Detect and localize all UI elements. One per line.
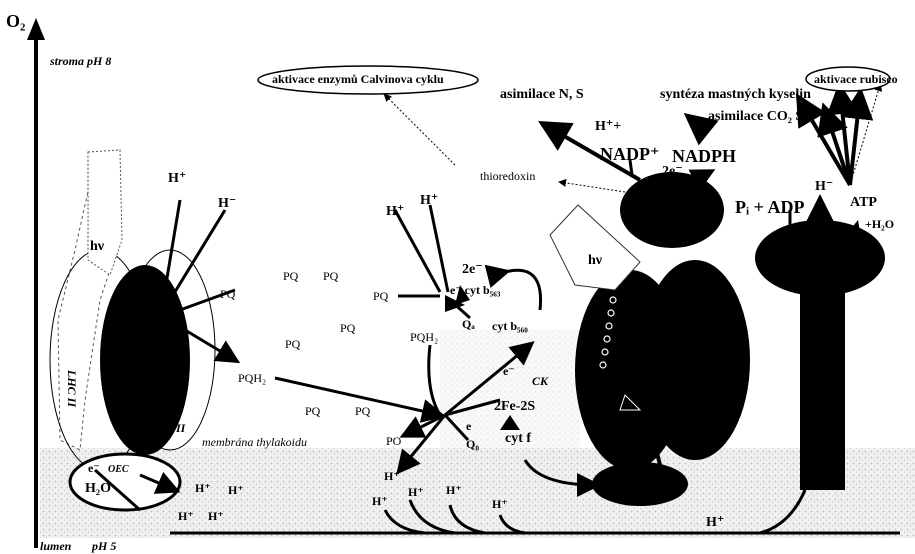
h2o-right-label: +H₂O <box>865 218 894 230</box>
atp-synthase-stalk <box>800 280 845 490</box>
fes-label: 2Fe-2S <box>494 400 535 414</box>
two-e-cyt-label: 2e⁻ <box>462 263 483 277</box>
psi-body-right <box>640 260 750 460</box>
membrane-label: membrána thylakoidu <box>202 436 307 448</box>
pqh2-mid-label: PQH₂ <box>410 331 438 343</box>
two-e-top-label: 2e⁻ <box>662 165 683 179</box>
pq-label-4: PQ <box>373 290 388 302</box>
lumen-h-label-6: H⁺ <box>372 495 388 507</box>
h-ps2-a-label: H⁺ <box>168 172 186 186</box>
oec-label: OEC <box>108 465 129 475</box>
h-cyt-b-label: H⁺ <box>420 194 438 208</box>
h-plus-label: H⁺+ <box>595 120 621 134</box>
e-mid-label: e⁻ <box>503 365 515 377</box>
ii-label: II <box>176 422 185 434</box>
lumen-h-label-10: H⁺ <box>706 516 724 530</box>
rubisco-label: aktivace rubisco <box>814 73 898 85</box>
ck-label: CK <box>532 375 548 387</box>
qa-label: Qₐ <box>462 318 475 330</box>
lumen-h-label-5: H⁺ <box>384 470 400 482</box>
pq-label-1: PQ <box>220 288 235 300</box>
e-fes-label: e <box>466 420 471 432</box>
lumen-h-label-2: H⁺ <box>228 484 244 496</box>
lumen-h-label-1: H⁺ <box>195 482 211 494</box>
o2-arrowhead <box>27 18 45 40</box>
o2-label: O₂ <box>6 12 25 30</box>
nadph-label: NADPH <box>672 147 736 165</box>
stroma-label: stroma pH 8 <box>50 55 111 67</box>
qb-label: Q₀ <box>466 438 479 450</box>
plastocyanin-blob <box>592 462 688 506</box>
h-minus-atp-label: H⁻ <box>815 180 833 194</box>
lumen-label: lumen <box>40 540 71 552</box>
lumen-h-label-7: H⁺ <box>408 486 424 498</box>
hv-left-label: hν <box>90 240 104 254</box>
h-ps2-b-label: H⁻ <box>218 197 236 211</box>
pq-label-5: PQ <box>340 322 355 334</box>
pq-label-8: PQ <box>355 405 370 417</box>
atp-label: ATP <box>850 196 877 210</box>
ferredoxin-blob <box>620 172 724 248</box>
hv-right-label: hν <box>588 254 602 268</box>
nadp-label: NADP⁺ <box>600 145 660 163</box>
h-cyt-a-label: H⁺ <box>386 205 404 219</box>
lhc-label: LHC II <box>66 370 78 407</box>
lumen-h-label-8: H⁺ <box>446 484 462 496</box>
lumen-h-label-9: H⁺ <box>492 498 508 510</box>
pq-label-2: PQ <box>283 270 298 282</box>
pq-label-6: PQ <box>285 338 300 350</box>
asimilace-co2-label: asimilace CO₂ S <box>708 110 803 124</box>
asimilace-ns-label: asimilace N, S <box>500 88 584 102</box>
pq-label-7: PQ <box>305 405 320 417</box>
h2o-label: H₂O <box>85 482 111 496</box>
cyt-bh-label: e⁻ cyt b₅₆₃ <box>450 284 500 296</box>
pqh2-left-label: PQH₂ <box>238 372 266 384</box>
cytf-label: cyt f <box>505 432 531 446</box>
po-label: PO <box>386 435 401 447</box>
pi-adp-label: Pᵢ + ADP <box>735 198 804 216</box>
synteza-label: syntéza mastných kyselin <box>660 88 811 102</box>
cyt-bl-label: cyt b₅₆₀ <box>492 320 528 332</box>
lumen-h-label-4: H⁺ <box>208 510 224 522</box>
lumen-h-label-3: H⁺ <box>178 510 194 522</box>
thioredoxin-label: thioredoxin <box>480 170 535 182</box>
e-oec-label: e⁻ <box>88 462 100 474</box>
lumen-ph-label: pH 5 <box>92 540 116 552</box>
pq-label-3: PQ <box>323 270 338 282</box>
calvin-label: aktivace enzymů Calvinova cyklu <box>272 73 444 85</box>
